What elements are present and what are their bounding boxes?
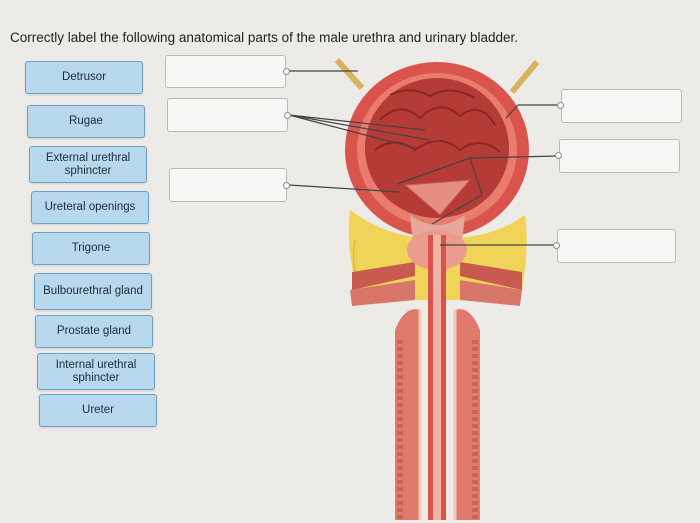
label-ureter[interactable]: Ureter bbox=[39, 394, 157, 427]
label-ureteral-openings[interactable]: Ureteral openings bbox=[31, 191, 149, 224]
drop-target-1[interactable] bbox=[165, 55, 286, 88]
label-text: Ureteral openings bbox=[44, 201, 136, 213]
label-detrusor[interactable]: Detrusor bbox=[25, 61, 143, 94]
label-bulbourethral-gland[interactable]: Bulbourethral gland bbox=[34, 273, 152, 310]
drop-target-5[interactable] bbox=[559, 139, 680, 173]
label-text: External urethral sphincter bbox=[45, 151, 131, 177]
drop-target-4[interactable] bbox=[561, 89, 682, 123]
anchor-dot bbox=[553, 242, 560, 249]
label-text: Internal urethral sphincter bbox=[55, 358, 137, 384]
drop-target-2[interactable] bbox=[167, 98, 288, 132]
anchor-dot bbox=[284, 112, 291, 119]
label-text: Rugae bbox=[69, 115, 103, 127]
label-prostate-gland[interactable]: Prostate gland bbox=[35, 315, 153, 348]
label-text: Detrusor bbox=[61, 71, 107, 83]
label-external-urethral-sphincter[interactable]: External urethral sphincter bbox=[29, 146, 147, 183]
anchor-dot bbox=[283, 182, 290, 189]
question-text: Correctly label the following anatomical… bbox=[10, 30, 519, 45]
label-text: Ureter bbox=[82, 404, 114, 416]
label-rugae[interactable]: Rugae bbox=[27, 105, 145, 138]
drop-target-6[interactable] bbox=[557, 229, 676, 263]
drop-target-3[interactable] bbox=[169, 168, 287, 202]
label-text: Prostate gland bbox=[56, 325, 132, 337]
anchor-dot bbox=[557, 102, 564, 109]
label-text: Bulbourethral gland bbox=[43, 285, 143, 297]
label-text: Trigone bbox=[71, 242, 111, 254]
label-internal-urethral-sphincter[interactable]: Internal urethral sphincter bbox=[37, 353, 155, 390]
label-trigone[interactable]: Trigone bbox=[32, 232, 150, 265]
anchor-dot bbox=[283, 68, 290, 75]
anchor-dot bbox=[555, 152, 562, 159]
